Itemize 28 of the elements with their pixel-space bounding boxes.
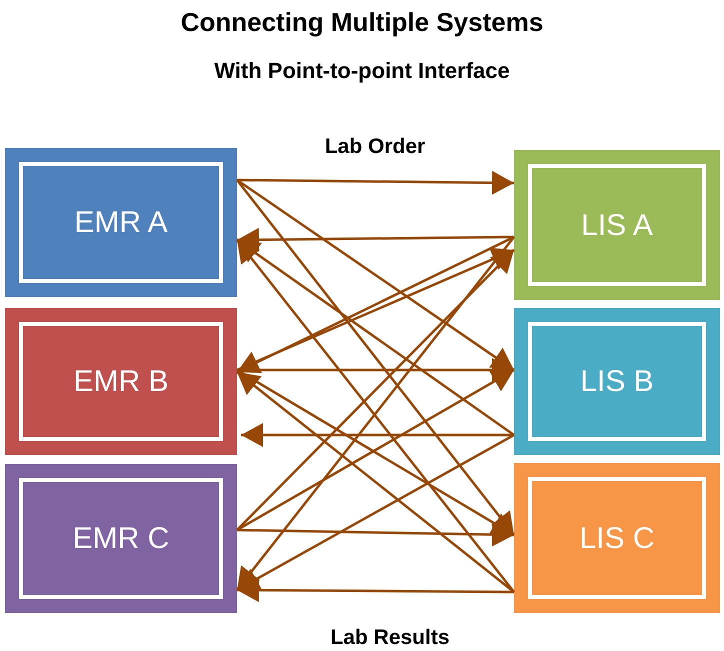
arrow (236, 178, 515, 372)
system-name: LIS B (580, 364, 654, 400)
system-box (514, 308, 720, 455)
system-box (514, 150, 720, 300)
system-name: EMR A (74, 205, 168, 241)
flow-label: Lab Order (324, 134, 426, 160)
arrow (241, 423, 514, 447)
arrow (237, 358, 514, 382)
arrow (236, 170, 514, 195)
arrow (236, 249, 515, 531)
arrow (236, 371, 515, 593)
system-name: EMR B (73, 364, 168, 400)
system-box (5, 148, 237, 297)
system-name: EMR C (72, 521, 170, 557)
system-box (5, 464, 237, 613)
system-name: LIS C (579, 520, 655, 556)
subtitle: With Point-to-point Interface (213, 57, 511, 85)
arrow (236, 238, 515, 436)
flow-label: Lab Results (329, 625, 451, 651)
arrow (236, 522, 514, 547)
arrow (236, 179, 515, 536)
arrow (237, 578, 514, 602)
system-box (514, 463, 720, 613)
system-name: LIS A (581, 208, 653, 244)
arrow (236, 434, 515, 592)
arrow (236, 228, 514, 252)
system-box (5, 308, 237, 455)
diagram-title: Connecting Multiple Systems (180, 6, 544, 39)
